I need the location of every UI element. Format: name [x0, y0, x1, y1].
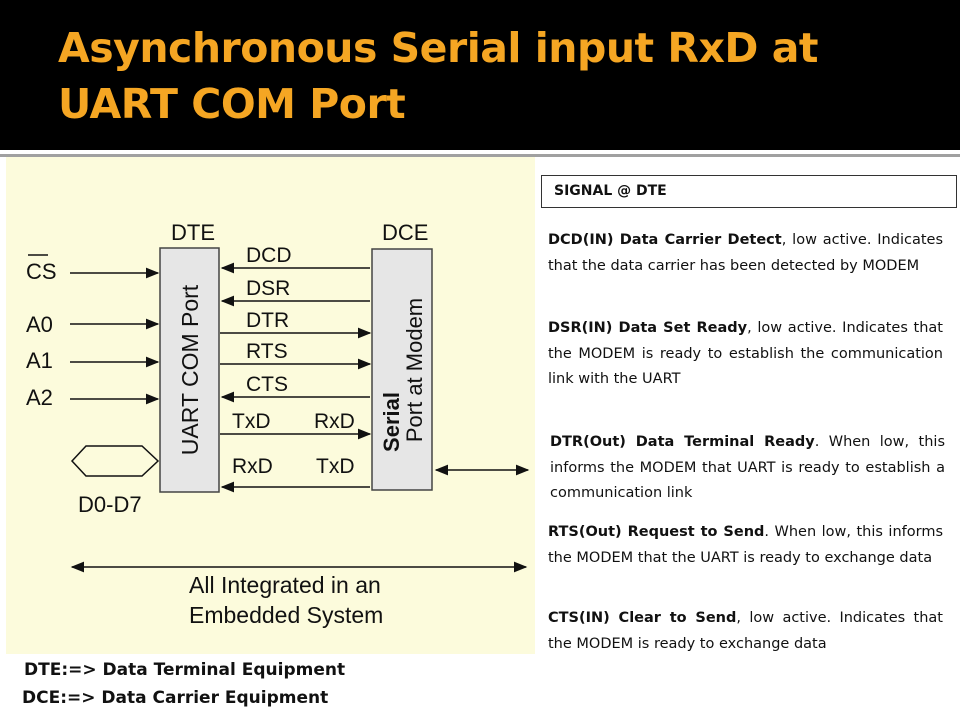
- desc-dcd-text: , low active. Indicates that the data ca…: [548, 232, 943, 274]
- footer-dte-definition: DTE:=> Data Terminal Equipment: [24, 660, 346, 680]
- desc-dcd: DCD(IN) Data Carrier Detect, low active.…: [548, 228, 943, 279]
- pin-label-a0: A0: [26, 312, 53, 337]
- desc-cts-name: CTS(IN) Clear to Send: [548, 610, 737, 626]
- system-label-line2: Embedded System: [189, 602, 383, 628]
- diagram-svg: DTE DCE CS A0 A1 A2 D0-D7 UART COM Port …: [26, 220, 530, 628]
- dtr-label: DTR: [246, 309, 289, 332]
- rts-label: RTS: [246, 340, 288, 363]
- signal-header-box: SIGNAL @ DTE: [541, 175, 957, 208]
- dsr-label: DSR: [246, 277, 290, 300]
- desc-rts-name: RTS(Out) Request to Send: [548, 524, 765, 540]
- txd-right-label: TxD: [316, 455, 355, 478]
- txd-left-label: TxD: [232, 410, 271, 433]
- desc-cts: CTS(IN) Clear to Send, low active. Indic…: [548, 606, 943, 657]
- pin-label-cs: CS: [26, 259, 57, 284]
- desc-cts-text: , low active. Indicates that the MODEM i…: [548, 610, 943, 652]
- title-divider: [0, 154, 960, 157]
- desc-dsr: DSR(IN) Data Set Ready, low active. Indi…: [548, 316, 943, 393]
- desc-dsr-name: DSR(IN) Data Set Ready: [548, 320, 748, 336]
- uart-diagram: DTE DCE CS A0 A1 A2 D0-D7 UART COM Port …: [6, 157, 535, 654]
- desc-dtr: DTR(Out) Data Terminal Ready. When low, …: [550, 430, 945, 507]
- modem-block-label-serial: Serial: [379, 392, 404, 452]
- uart-block-label: UART COM Port: [177, 284, 203, 455]
- modem-block-label-port: Port at Modem: [402, 298, 427, 442]
- desc-dcd-name: DCD(IN) Data Carrier Detect: [548, 232, 782, 248]
- pin-label-a2: A2: [26, 385, 53, 410]
- desc-dsr-text: , low active. Indicates that the MODEM i…: [548, 320, 943, 387]
- modem-block: [371, 248, 433, 491]
- system-label-line1: All Integrated in an: [189, 572, 381, 598]
- pin-label-a1: A1: [26, 348, 53, 373]
- desc-dtr-text: . When low, this informs the MODEM that …: [550, 434, 945, 501]
- title-bar: Asynchronous Serial input RxD at UART CO…: [0, 0, 960, 150]
- desc-dtr-name: DTR(Out) Data Terminal Ready: [550, 434, 815, 450]
- data-bus-label: D0-D7: [78, 492, 142, 517]
- data-bus-shape: [70, 445, 160, 477]
- rxd-right-label: RxD: [314, 410, 355, 433]
- dce-label: DCE: [382, 220, 428, 245]
- uart-block: [159, 247, 220, 493]
- signal-header: SIGNAL @ DTE: [554, 183, 667, 199]
- dcd-label: DCD: [246, 244, 292, 267]
- desc-rts: RTS(Out) Request to Send. When low, this…: [548, 520, 943, 571]
- desc-rts-text: . When low, this informs the MODEM that …: [548, 524, 943, 566]
- footer-dce-definition: DCE:=> Data Carrier Equipment: [22, 688, 329, 708]
- dte-label: DTE: [171, 220, 215, 245]
- slide-title: Asynchronous Serial input RxD at UART CO…: [58, 24, 819, 128]
- rxd-left-label: RxD: [232, 455, 273, 478]
- cts-label: CTS: [246, 373, 288, 396]
